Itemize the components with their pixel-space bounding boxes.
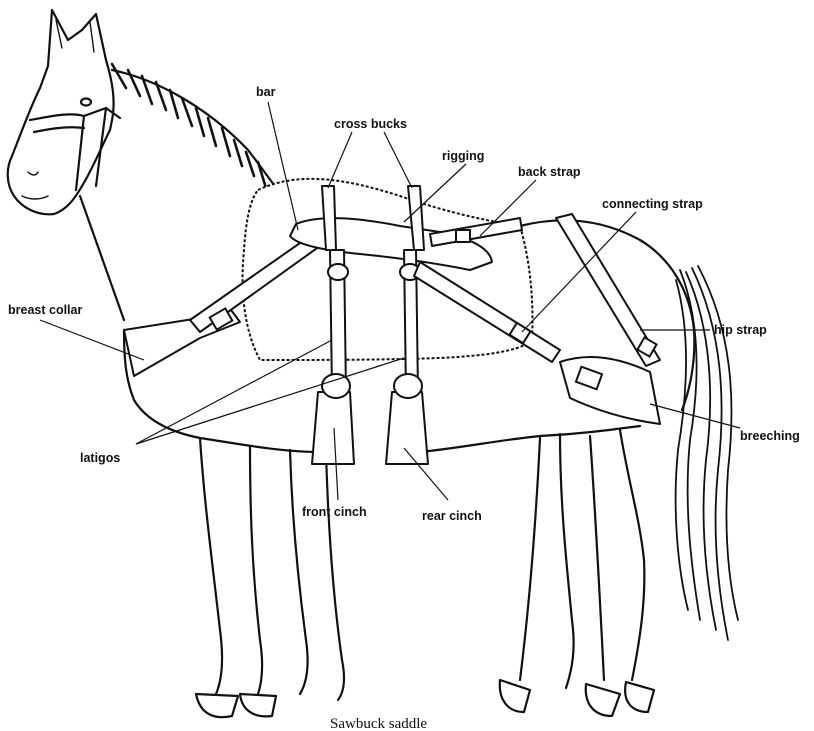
label-connecting-strap: connecting strap <box>602 197 703 211</box>
label-hip-strap: hip strap <box>714 323 767 337</box>
label-rigging: rigging <box>442 149 484 163</box>
label-back-strap: back strap <box>518 165 581 179</box>
label-breast-collar: breast collar <box>8 303 82 317</box>
label-breeching: breeching <box>740 429 800 443</box>
leader-latigos-rear <box>136 358 404 444</box>
label-latigos: latigos <box>80 451 120 465</box>
front-cinch-shape <box>312 392 354 464</box>
label-cross-bucks: cross bucks <box>334 117 407 131</box>
leader-cross-bucks-left <box>328 132 352 188</box>
leader-cross-bucks-right <box>384 132 412 188</box>
cinches <box>312 392 428 464</box>
label-front-cinch: front cinch <box>302 505 367 519</box>
label-bar: bar <box>256 85 276 99</box>
label-rear-cinch: rear cinch <box>422 509 482 523</box>
rear-cinch-shape <box>386 392 428 464</box>
figure-caption: Sawbuck saddle <box>330 716 427 731</box>
